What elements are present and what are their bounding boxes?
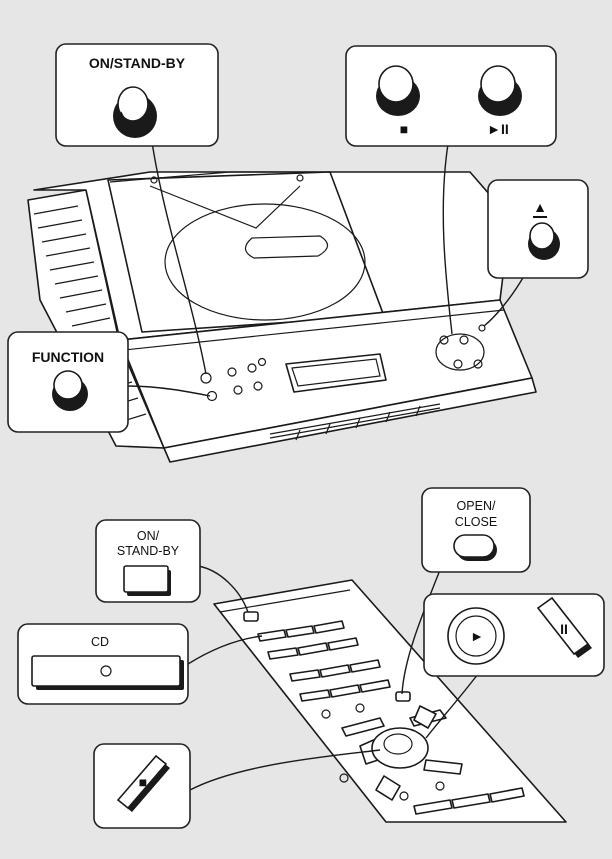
function-knob-icon [52,370,88,411]
remote-button-rows [243,611,411,719]
main-stop-symbol: ■ [400,121,408,137]
main-play-pause-knob-icon [478,65,522,116]
function-label: FUNCTION [32,349,104,365]
remote-on-standby-label-1: ON/ [137,529,160,543]
remote-play-symbol: ► [470,628,484,644]
main-on-standby-label: ON/STAND-BY [89,55,186,71]
main-unit [27,171,537,463]
callout-main-function: FUNCTION [7,331,129,433]
open-close-label-1: OPEN/ [457,499,496,513]
remote-pause-symbol: II [560,621,568,637]
cd-button-icon [31,655,184,690]
remote-pause-button-icon: II [536,596,592,658]
main-play-pause-symbol: ►II [487,121,509,137]
main-stop-knob-icon [376,65,420,116]
callout-remote-stop: ■ [93,743,191,829]
callout-main-stop-play: ■ ►II [345,45,557,147]
eject-knob-icon [528,222,560,260]
main-unit-leader-lines [125,141,525,397]
callout-remote-open-close: OPEN/ CLOSE [421,487,531,573]
remote-on-standby-label-2: STAND-BY [117,544,180,558]
callout-remote-cd: CD [17,623,189,705]
remote-stop-symbol: ■ [139,774,147,790]
remote-on-standby-button-icon [123,565,171,596]
cd-label: CD [91,635,109,649]
callout-remote-on-standby: ON/ STAND-BY [95,519,201,603]
callout-remote-play-pause: ► II [423,593,605,677]
remote-play-button-icon: ► [447,607,505,665]
remote-bottom-buttons [413,787,525,815]
callout-main-eject: ▲ [487,179,589,279]
on-standby-knob-icon [113,86,157,138]
eject-symbol: ▲ [533,199,547,215]
callout-main-on-standby: ON/STAND-BY [55,43,219,147]
remote-stop-button-icon: ■ [116,754,170,812]
remote-leader-lines [187,565,479,791]
open-close-button-icon [453,534,497,561]
open-close-label-2: CLOSE [455,515,497,529]
